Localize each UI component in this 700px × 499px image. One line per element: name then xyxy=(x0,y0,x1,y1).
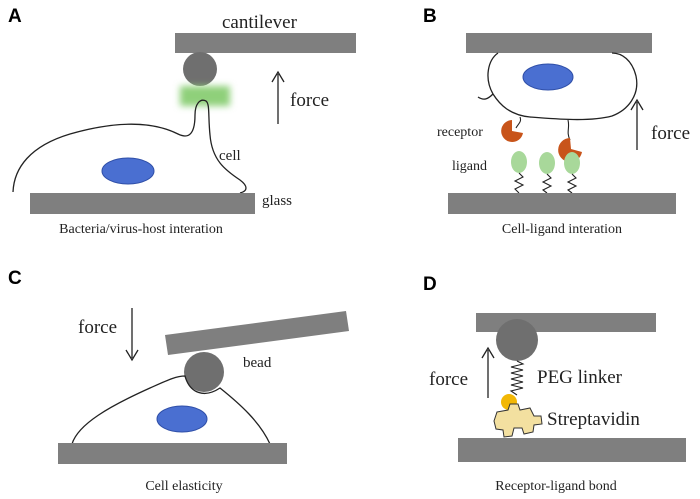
panel-b-top-bar xyxy=(466,33,652,53)
panel-b-ligand-label: ligand xyxy=(452,159,487,174)
panel-c-cell-outline xyxy=(71,375,271,445)
panel-b-ligand-3 xyxy=(564,152,580,174)
panel-d-letter: D xyxy=(423,274,437,295)
panel-a-cell-label: cell xyxy=(219,148,241,164)
panel-b-cell-outline xyxy=(487,52,638,121)
panel-c-force-label: force xyxy=(78,317,117,338)
panel-d-force-arrowhead xyxy=(481,346,495,359)
panel-c-caption: Cell elasticity xyxy=(145,479,222,494)
panel-a-bead xyxy=(183,52,217,86)
panel-d-streptavidin-label: Streptavidin xyxy=(547,409,640,430)
panel-a-cell-outline xyxy=(12,99,247,194)
panel-a-caption: Bacteria/virus-host interation xyxy=(59,222,223,237)
panel-a-letter: A xyxy=(8,6,22,27)
panel-d-streptavidin xyxy=(493,403,543,438)
panel-c-bead-label: bead xyxy=(243,355,272,371)
panel-c-nucleus xyxy=(156,405,208,433)
panel-d-caption: Receptor-ligand bond xyxy=(495,479,616,494)
panel-b-force-label: force xyxy=(651,123,690,144)
panel-b-nucleus xyxy=(522,63,574,91)
panel-a-cantilever-label: cantilever xyxy=(222,12,298,33)
panel-b: B receptor ligand force Cell-ligand inte… xyxy=(423,6,690,237)
panel-d-bead xyxy=(496,319,538,361)
panel-b-tether-2 xyxy=(567,119,571,141)
panel-b-spring-1 xyxy=(513,172,525,194)
panel-c-letter: C xyxy=(8,268,22,289)
panel-d-peg-label: PEG linker xyxy=(537,367,623,388)
panel-b-ligand-2 xyxy=(539,152,555,174)
panel-b-caption: Cell-ligand interation xyxy=(502,222,622,237)
panel-b-letter: B xyxy=(423,6,437,27)
panel-c-force-arrowhead xyxy=(125,349,139,362)
panel-c: C force bead Cell elasticity xyxy=(8,268,349,494)
panel-d-glass xyxy=(458,438,686,462)
panel-a-bacterium xyxy=(180,86,230,106)
panel-b-spring-3 xyxy=(566,173,578,194)
panel-b-receptor-1 xyxy=(501,120,523,142)
panel-b-cell-tail xyxy=(477,93,494,100)
panel-b-force-arrowhead xyxy=(630,98,644,111)
panel-a-glass-label: glass xyxy=(262,193,292,209)
panel-c-bead xyxy=(184,352,224,392)
panel-c-cantilever xyxy=(165,311,349,355)
panel-b-ligand-1 xyxy=(511,151,527,173)
panel-a-glass xyxy=(30,193,255,214)
panel-d-peg-spring xyxy=(509,360,525,396)
panel-d: D PEG linker Streptavidin force Receptor… xyxy=(423,274,686,494)
panel-b-spring-2 xyxy=(541,173,553,194)
panel-c-glass xyxy=(58,443,287,464)
panel-a-force-arrowhead xyxy=(271,70,285,83)
panel-a-cantilever xyxy=(175,33,356,53)
panel-b-receptor-label: receptor xyxy=(437,125,483,140)
panel-a-force-label: force xyxy=(290,90,329,111)
panel-a-nucleus xyxy=(101,157,155,185)
panel-d-force-label: force xyxy=(429,369,468,390)
panel-b-glass xyxy=(448,193,676,214)
panel-b-tether-1 xyxy=(515,116,522,129)
panel-a: A cantilever force cell glass Bacteria/v… xyxy=(8,6,356,237)
